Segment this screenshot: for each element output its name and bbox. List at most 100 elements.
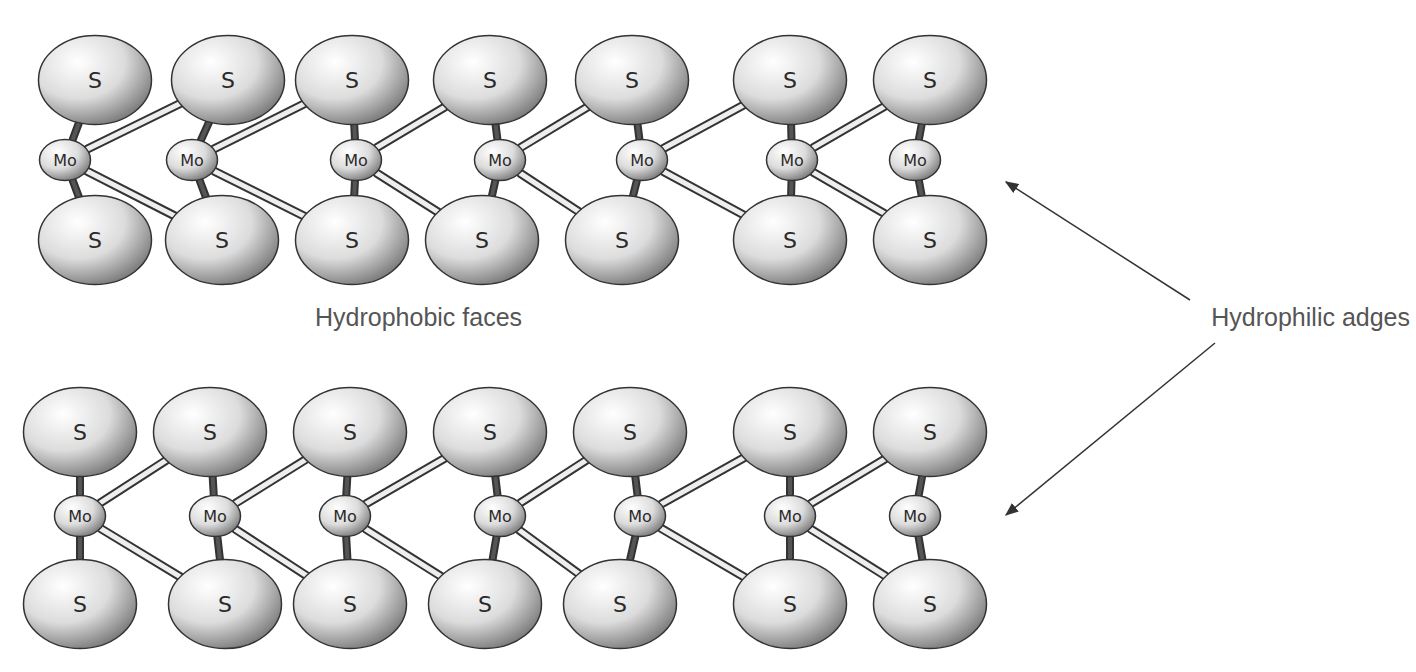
sulfur-atom: S (732, 386, 848, 478)
caption-label: Hydrophobic faces (315, 303, 522, 332)
chemical-bond (495, 476, 497, 494)
molybdenum-atom: Mo (38, 138, 92, 182)
bond-core (664, 105, 744, 148)
chemical-bond (80, 477, 81, 495)
sulfur-atom: S (872, 34, 988, 126)
chemical-bond (633, 181, 637, 196)
bond-core (217, 537, 220, 559)
chemical-bond (661, 528, 745, 577)
atom-sphere (765, 496, 816, 537)
chemical-bond (630, 537, 635, 560)
atom-symbol: Mo (180, 151, 204, 170)
bond-outline (73, 180, 79, 197)
atom-symbol: Mo (68, 507, 92, 526)
chemical-bond (354, 181, 356, 195)
chemical-bond (493, 537, 497, 560)
bond-outline (786, 477, 794, 495)
atom-symbol: S (345, 68, 359, 93)
atom-symbol: S (483, 68, 497, 93)
atom-symbol: S (221, 68, 235, 93)
bond-core (346, 477, 347, 495)
sulfur-atom: S (294, 34, 410, 126)
atom-symbol: S (923, 420, 937, 445)
sulfur-atom: S (432, 386, 548, 478)
chemical-bond (790, 537, 791, 559)
bond-core (520, 173, 578, 211)
atom-sphere (154, 388, 267, 477)
atom-sphere (874, 196, 987, 285)
atom-sphere (874, 560, 987, 649)
bond-core (519, 530, 578, 573)
leader-arrow (1006, 343, 1215, 515)
chemical-bond (635, 476, 637, 494)
molybdenum-atom: Mo (613, 494, 667, 538)
bond-core (919, 537, 923, 560)
atom-sphere (874, 388, 987, 477)
bond-outline (73, 123, 79, 140)
chemical-bond (521, 107, 587, 147)
molybdenum-atom: Mo (473, 494, 527, 538)
bond-outline (662, 458, 744, 504)
bond-core (661, 528, 745, 577)
sulfur-atom: S (292, 386, 408, 478)
atom-sphere (615, 496, 666, 537)
atom-sphere (617, 140, 668, 181)
atom-symbol: S (483, 420, 497, 445)
bond-outline (919, 124, 922, 139)
atom-symbol: Mo (903, 151, 927, 170)
bond-outline (493, 537, 497, 560)
bond-core (664, 172, 744, 215)
bond-outline (346, 537, 347, 559)
sulfur-atom: S (22, 558, 138, 650)
chemical-bond (346, 537, 347, 559)
atom-symbol: Mo (53, 151, 77, 170)
chemical-bond (492, 181, 495, 196)
chemical-bond (519, 530, 578, 573)
atom-sphere (296, 196, 409, 285)
sulfur-atom: S (432, 34, 548, 126)
atom-sphere (574, 388, 687, 477)
atom-sphere (564, 560, 677, 649)
atom-symbol: Mo (778, 507, 802, 526)
chemical-bond (662, 458, 744, 504)
sulfur-atom: S (424, 194, 540, 286)
molybdenum-atom: Mo (888, 494, 942, 538)
bond-core (789, 125, 793, 139)
atom-sphere (169, 560, 282, 649)
atom-sphere (331, 140, 382, 181)
bond-core (630, 537, 635, 560)
bond-core (493, 537, 497, 560)
chemical-bond (73, 180, 79, 197)
chemical-bond (354, 125, 356, 139)
bond-outline (664, 172, 744, 215)
atom-symbol: S (623, 420, 637, 445)
bond-outline (664, 105, 744, 148)
bond-outline (635, 476, 637, 494)
chemical-bond (919, 476, 922, 495)
chemical-bond (664, 105, 744, 148)
atom-symbol: S (923, 592, 937, 617)
bond-outline (787, 181, 795, 195)
molybdenum-atom: Mo (53, 494, 107, 538)
atom-symbol: Mo (203, 507, 227, 526)
bond-core (73, 123, 79, 140)
sulfur-atom: S (574, 34, 690, 126)
sulfur-atom: S (732, 558, 848, 650)
bond-core (496, 124, 498, 138)
bond-core (919, 476, 922, 495)
leader-arrow (1006, 182, 1190, 300)
bond-core (788, 477, 792, 495)
bond-outline (350, 181, 359, 195)
atom-sphere (24, 388, 137, 477)
bond-core (789, 181, 793, 195)
atom-sphere (294, 560, 407, 649)
sulfur-atom: S (152, 386, 268, 478)
chemical-bond (791, 125, 792, 139)
bond-outline (919, 476, 922, 495)
bond-outline (496, 124, 498, 138)
sulfur-atom: S (294, 194, 410, 286)
chemical-bond (919, 537, 923, 560)
caption-label: Hydrophilic adges (1211, 303, 1410, 332)
chemical-bond (200, 180, 206, 197)
atom-sphere (39, 36, 152, 125)
